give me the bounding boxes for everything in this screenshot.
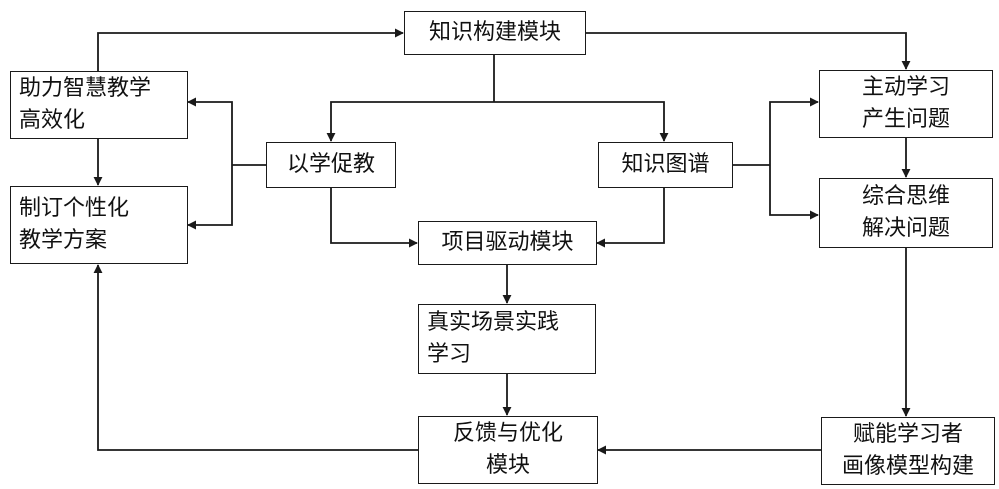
node-label: 知识图谱 (621, 152, 710, 177)
node-label: 真实场景实践 (427, 310, 560, 335)
node-label: 画像模型构建 (841, 454, 974, 479)
node-label: 产生问题 (861, 107, 950, 132)
edge-learn-promote-teach-to-project-driven (330, 188, 418, 248)
node-feedback-optimize: 反馈与优化 模块 (418, 416, 598, 484)
node-integrated-thinking: 综合思维 解决问题 (819, 178, 993, 248)
edge-knowledge-graph-to-project-driven (596, 188, 665, 248)
edge-smart-teaching-to-knowledge-build (97, 28, 404, 71)
node-learner-profile: 赋能学习者 画像模型构建 (821, 417, 995, 485)
node-learn-promote-teach: 以学促教 (266, 142, 396, 188)
node-label: 解决问题 (861, 216, 950, 241)
node-label: 以学促教 (286, 152, 375, 177)
edge-feedback-to-personalized-plan (93, 264, 418, 451)
node-knowledge-graph: 知识图谱 (598, 142, 733, 188)
edge-bracket-to-smart-teaching (187, 97, 233, 165)
node-label: 高效化 (19, 108, 86, 133)
node-label: 模块 (485, 453, 530, 478)
node-label: 赋能学习者 (852, 422, 963, 447)
node-label: 反馈与优化 (452, 421, 563, 446)
edge-split-to-learn-promote-teach (326, 101, 494, 142)
node-project-driven: 项目驱动模块 (418, 221, 597, 265)
node-label: 助力智慧教学 (19, 76, 152, 101)
node-label: 主动学习 (861, 75, 950, 100)
node-label: 学习 (427, 342, 472, 367)
node-active-learning: 主动学习 产生问题 (819, 70, 993, 138)
edge-knowledge-build-to-active-learning (586, 32, 911, 70)
node-personalized-plan: 制订个性化 教学方案 (10, 186, 188, 264)
node-label: 知识构建模块 (428, 20, 561, 45)
node-label: 制订个性化 (19, 196, 130, 221)
edge-bracket-to-integrated-thinking (769, 165, 819, 220)
node-smart-teaching: 助力智慧教学 高效化 (10, 71, 188, 139)
edge-bracket-to-personalized-plan (187, 165, 233, 230)
edge-bracket-to-active-learning (769, 97, 819, 165)
node-label: 教学方案 (19, 228, 108, 253)
node-knowledge-build: 知识构建模块 (404, 11, 586, 55)
node-real-scene: 真实场景实践 学习 (418, 304, 596, 374)
node-label: 综合思维 (861, 184, 950, 209)
edge-split-to-knowledge-graph (494, 101, 669, 142)
node-label: 项目驱动模块 (441, 230, 574, 255)
